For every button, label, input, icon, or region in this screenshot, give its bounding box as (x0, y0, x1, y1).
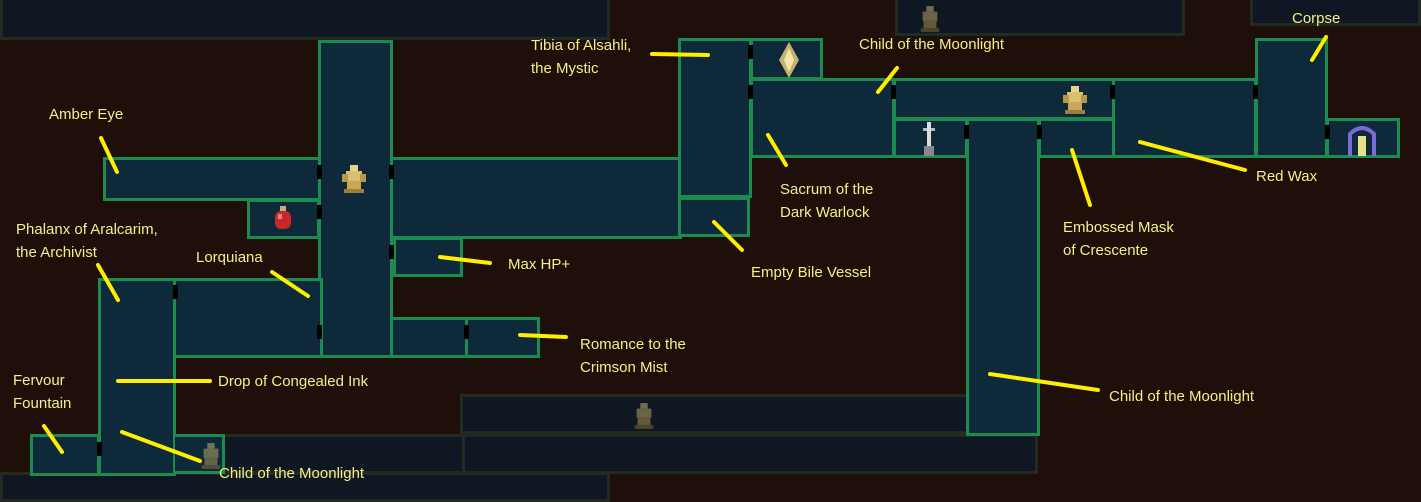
map-door (317, 165, 322, 179)
map-door (389, 245, 394, 259)
map-room-tibia-shaft (678, 38, 752, 198)
map-door (97, 442, 102, 456)
label-tibia: Tibia of Alsahli,the Mystic (531, 37, 632, 77)
map-room-unexplored (460, 394, 970, 434)
relic-diamond-icon (779, 42, 799, 78)
label-max-hp: Max HP+ (508, 256, 571, 273)
label-moon-right: Child of the Moonlight (1109, 388, 1255, 405)
map-room-unexplored (1250, 0, 1421, 26)
map-door (748, 45, 753, 59)
red-flask-icon (275, 206, 291, 229)
map-room-unexplored (895, 0, 1185, 36)
pointer-amber-eye (99, 136, 119, 174)
cherub-icon (634, 403, 654, 429)
map-door (464, 325, 469, 339)
map-door (317, 325, 322, 339)
pointer-sacrum (766, 133, 788, 167)
map-room-long-shaft (966, 118, 1040, 436)
cherub-icon (1063, 86, 1087, 114)
map-door (748, 85, 753, 99)
map-door (1110, 85, 1115, 99)
map-door (317, 205, 322, 219)
map-door (964, 125, 969, 139)
label-corpse: Corpse (1292, 10, 1341, 27)
map-room-lower-passage (390, 317, 468, 358)
map-room-phalanx-shaft (98, 278, 176, 476)
pointer-tibia (650, 52, 710, 57)
pointer-phalanx (96, 263, 120, 302)
map-room-shaft-left (318, 40, 393, 358)
sword-shrine-icon (923, 122, 935, 156)
map-door (1325, 125, 1330, 139)
map-door (173, 285, 178, 299)
pointer-moon-bottom-left (120, 430, 202, 463)
cherub-icon (920, 6, 940, 32)
label-amber-eye: Amber Eye (49, 106, 124, 123)
pointer-romance (518, 333, 568, 339)
pointer-moon-right (988, 372, 1100, 392)
label-phalanx: Phalanx of Aralcarim,the Archivist (16, 221, 158, 261)
label-moon-top: Child of the Moonlight (859, 36, 1005, 53)
label-ink: Drop of Congealed Ink (218, 373, 369, 390)
pointer-max-hp (438, 255, 492, 265)
map-room-lorquiana (173, 278, 323, 358)
label-moon-bottom-left: Child of the Moonlight (219, 465, 365, 482)
label-lorquiana: Lorquiana (196, 249, 263, 266)
pointer-fervour (42, 424, 64, 454)
label-bile: Empty Bile Vessel (751, 264, 872, 281)
map-room-unexplored (460, 434, 1038, 474)
pointer-lorquiana (270, 270, 310, 298)
map-door (1253, 85, 1258, 99)
map-room-mask (1038, 118, 1115, 158)
pointer-red-wax (1138, 140, 1247, 172)
cherub-icon (201, 443, 221, 469)
pointer-mask (1070, 148, 1092, 207)
map-room-fervour (30, 434, 100, 476)
cherub-icon (342, 165, 366, 193)
map-room-red-wax (1112, 78, 1257, 158)
map-room-corpse (1255, 38, 1328, 158)
prie-dieu-icon (1348, 126, 1376, 156)
label-red-wax: Red Wax (1256, 168, 1318, 185)
map-door (1037, 125, 1042, 139)
map-door (891, 85, 896, 99)
pointer-corpse (1310, 35, 1328, 62)
pointer-moon-top (876, 66, 899, 94)
map-door (389, 165, 394, 179)
map-room-unexplored (0, 0, 610, 40)
map-room-bile (678, 197, 750, 237)
pointer-bile (712, 220, 744, 252)
